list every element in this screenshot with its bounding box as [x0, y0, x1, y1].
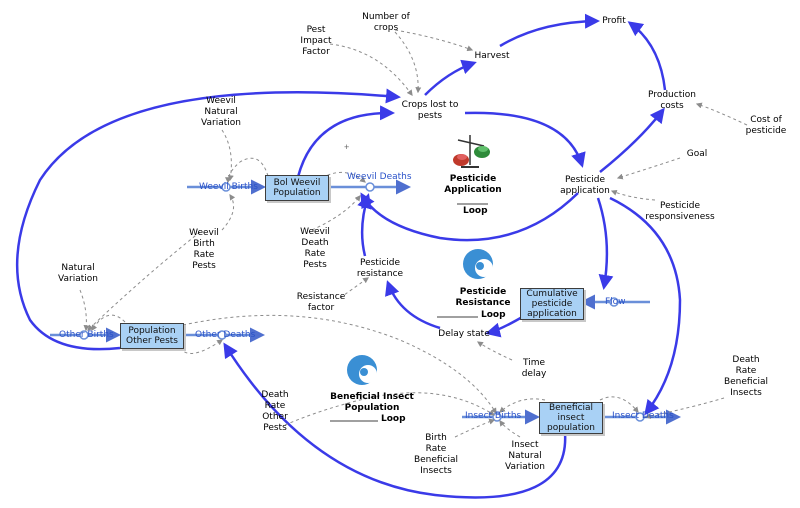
beneficial-to-other-deaths-arc: [223, 342, 567, 499]
crops-lost-label[interactable]: Crops lost to pests: [401, 100, 459, 121]
pesticide-app-to-insect-deaths-arc: [609, 196, 682, 416]
other-pests-to-crops-lost-arc: [15, 88, 401, 351]
info-links: [79, 29, 748, 438]
weevil-death-rate-label[interactable]: Weevil Death Rate Pests: [300, 227, 330, 270]
production-costs-label[interactable]: Production costs: [648, 90, 696, 111]
weevil-births-label[interactable]: Weevil Births: [199, 182, 258, 192]
time-delay-label[interactable]: Time delay: [521, 358, 547, 379]
valve-icon: [365, 182, 375, 192]
insect-deaths-label[interactable]: Insect Deaths: [612, 411, 674, 421]
birth-rate-beneficial-label[interactable]: Birth Rate Beneficial Insects: [413, 433, 459, 476]
natural-variation-label[interactable]: Natural Variation: [58, 263, 98, 284]
number-of-crops-label[interactable]: Number of crops: [362, 12, 410, 33]
delay-state-label[interactable]: Delay state: [438, 329, 490, 339]
crops-lost-to-harvest-arc: [424, 59, 477, 96]
pesticide-app-to-weevil-deaths-arc: [360, 192, 579, 242]
other-pests-stock[interactable]: Population Other Pests: [120, 323, 184, 349]
goal-label[interactable]: Goal: [686, 149, 708, 159]
harvest-to-profit-arc: [499, 13, 600, 48]
crops-lost-to-pesticide-app-arc: [464, 111, 586, 168]
weevil-birth-rate-label[interactable]: Weevil Birth Rate Pests: [189, 228, 219, 271]
pesticide-application-loop-line: Loop: [463, 206, 488, 216]
pesticide-resistance-loop-title: Pesticide Resistance: [455, 287, 511, 308]
weevil-natural-variation-label[interactable]: Weevil Natural Variation: [201, 96, 241, 128]
small-mark: +: [344, 142, 349, 152]
bol-weevil-stock[interactable]: Bol Weevil Population: [265, 175, 329, 201]
beneficial-insect-loop-line: Loop: [381, 414, 406, 424]
valve-icons: [79, 182, 645, 422]
death-rate-other-pests-label[interactable]: Death Rate Other Pests: [261, 390, 289, 433]
harvest-label[interactable]: Harvest: [474, 51, 510, 61]
insect-births-label[interactable]: Insect Births: [465, 411, 522, 421]
resistance-to-weevil-deaths-arc: [357, 193, 372, 257]
beneficial-insect-loop-title: Beneficial Insect Population: [330, 392, 414, 413]
weevil-deaths-label[interactable]: Weevil Deaths: [347, 172, 412, 182]
other-deaths-label[interactable]: Other Deaths: [195, 330, 256, 340]
pesticide-application-loop-title: Pesticide Application: [444, 174, 502, 195]
production-costs-to-profit-arc: [627, 21, 667, 91]
resistance-factor-label[interactable]: Resistance factor: [296, 292, 346, 313]
pesticide-resistance-loop-line: Loop: [481, 310, 506, 320]
pesticide-responsiveness-label[interactable]: Pesticide responsiveness: [645, 201, 715, 222]
insect-natural-variation-label[interactable]: Insect Natural Variation: [505, 440, 545, 472]
cost-of-pesticide-label[interactable]: Cost of pesticide: [745, 115, 787, 136]
beneficial-insect-stock[interactable]: Beneficial insect population: [539, 402, 603, 434]
flow-label[interactable]: Flow: [605, 297, 626, 307]
valve-icon: [609, 297, 619, 307]
valve-icon: [217, 330, 227, 340]
causal-arcs: [15, 13, 682, 499]
weevil-to-crops-lost-arc: [296, 105, 395, 178]
pesticide-app-to-cumulative-arc: [596, 197, 614, 290]
pesticide-application-label[interactable]: Pesticide application: [560, 175, 610, 196]
other-births-label[interactable]: Other Births: [59, 330, 114, 340]
delay-state-to-resistance-arc: [385, 280, 441, 330]
death-rate-beneficial-label[interactable]: Death Rate Beneficial Insects: [723, 355, 769, 398]
cumulative-pesticide-stock[interactable]: Cumulative pesticide application: [520, 288, 584, 320]
valve-icon: [635, 412, 645, 422]
swirl-icon: [347, 355, 377, 385]
pesticide-app-to-production-costs-arc: [599, 107, 665, 173]
pesticide-resistance-label[interactable]: Pesticide resistance: [356, 258, 404, 279]
profit-label[interactable]: Profit: [602, 16, 626, 26]
pest-impact-factor-label[interactable]: Pest Impact Factor: [300, 25, 332, 57]
swirl-icon: [463, 249, 493, 279]
loop-underlines: [330, 203, 488, 422]
balance-icon: [453, 135, 490, 168]
